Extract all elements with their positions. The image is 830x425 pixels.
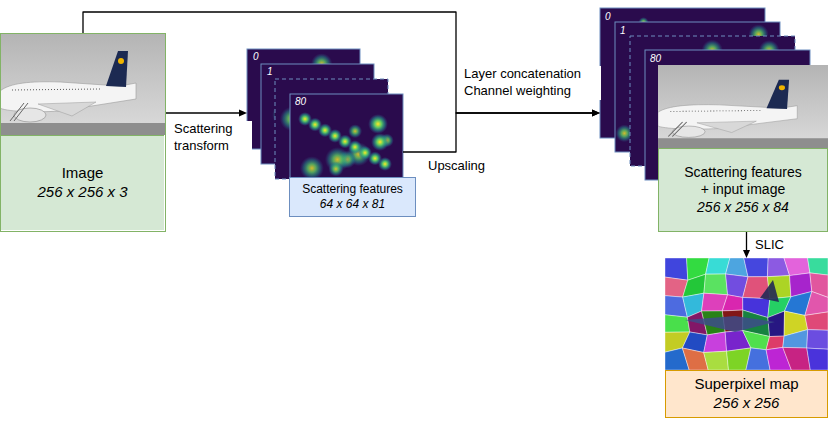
superpixel <box>805 292 828 316</box>
connector <box>403 113 592 152</box>
node-size: 256 x 256 x 84 <box>697 199 789 217</box>
node-size: 256 x 256 x 3 <box>37 183 127 202</box>
channel-index: 1 <box>620 26 626 36</box>
arrowhead <box>592 110 600 117</box>
feature-blob <box>371 133 389 151</box>
superpixel <box>682 348 708 370</box>
node-size: 64 x 64 x 81 <box>320 197 385 212</box>
arrowhead <box>743 250 750 258</box>
superpixel <box>704 351 729 370</box>
superpixel <box>805 312 828 330</box>
superpixel <box>808 258 828 275</box>
superpixel <box>665 315 690 333</box>
edge-label: Layer concatenation Channel weighting <box>462 66 601 100</box>
node-title: Image <box>62 164 104 183</box>
superpixel <box>722 295 743 311</box>
superpixel <box>807 348 828 370</box>
superpixel <box>784 258 810 276</box>
superpixel <box>704 274 728 295</box>
arrowhead <box>592 110 600 117</box>
channel-index: 0 <box>605 12 611 22</box>
channel-index: 1 <box>267 67 273 77</box>
feature-blob <box>328 161 343 176</box>
connector <box>746 232 747 250</box>
image-panel: Image256 x 256 x 3 <box>0 33 166 232</box>
label-box: Scattering features64 x 64 x 81 <box>289 177 416 217</box>
channel-index: 80 <box>650 54 661 64</box>
superpixel <box>760 280 779 302</box>
channel-index: 0 <box>253 52 259 62</box>
feature-blob <box>378 157 392 171</box>
edge-label: SLIC <box>753 237 786 254</box>
edge-label: Upscaling <box>426 158 487 175</box>
superpixel <box>783 347 811 370</box>
label-box: Superpixel map256 x 256 <box>665 370 828 418</box>
superpixel <box>685 316 775 332</box>
edge-label: Scattering transform <box>172 121 252 155</box>
arrowhead <box>239 110 247 117</box>
node-title: Scattering features + input image <box>681 164 805 199</box>
superpixel <box>807 330 828 350</box>
superpixel-panel: Superpixel map256 x 256 <box>665 258 828 418</box>
label-box: Scattering features + input image256 x 2… <box>658 148 828 232</box>
label-box: Image256 x 256 x 3 <box>1 135 164 230</box>
combined-stack: Scattering features + input image256 x 2… <box>600 8 828 232</box>
superpixel <box>704 332 727 353</box>
superpixel <box>744 258 768 277</box>
superpixel <box>768 311 785 336</box>
channel-index: 80 <box>295 97 306 107</box>
node-title: Scattering features <box>302 182 403 197</box>
superpixel <box>665 258 688 280</box>
superpixel <box>783 330 808 349</box>
superpixel <box>743 331 770 350</box>
feature-blob <box>368 114 388 134</box>
connector <box>166 112 239 113</box>
node-title: Superpixel map <box>694 375 798 394</box>
feature-blob <box>348 124 362 138</box>
node-size: 256 x 256 <box>714 394 780 413</box>
